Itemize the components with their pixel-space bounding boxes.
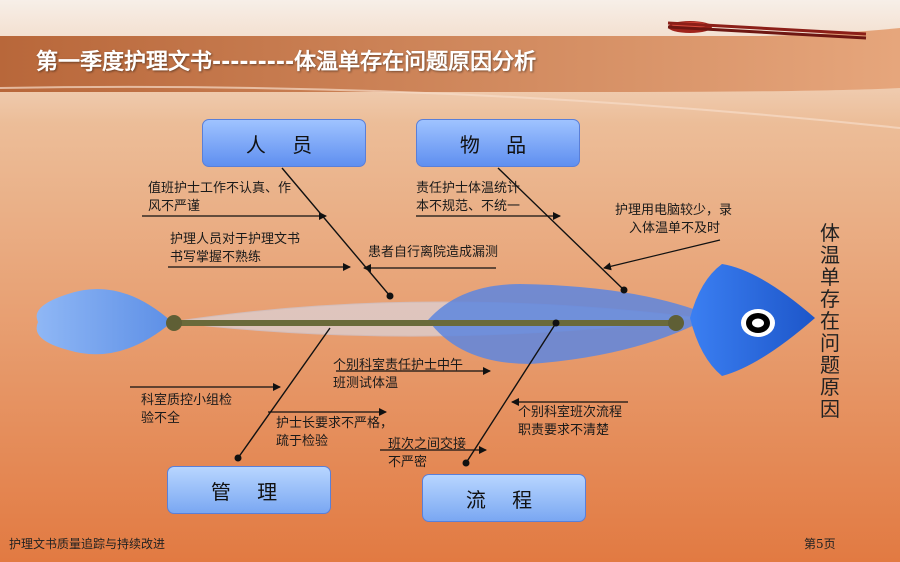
cause-materials-2b: 入体温单不及时 [629,221,721,236]
fish-head-label: 体温单存在问题原因 [820,221,840,421]
cause-people-3: 患者自行离院造成漏测 [368,245,499,260]
cause-materials-1b: 本不规范、不统一 [416,199,521,214]
bone-management [237,327,331,459]
category-process: 流 程 [422,474,586,522]
cause-process-2b: 不严密 [388,455,428,470]
cause-process-3b: 职责要求不清楚 [518,423,610,438]
slide-title: 第一季度护理文书---------体温单存在问题原因分析 [36,50,537,75]
category-management: 管 理 [167,466,331,514]
cause-process-3a: 个别科室班次流程 [518,405,623,420]
cause-people-1b: 风不严谨 [148,199,201,214]
title-band [0,28,900,92]
cause-people-1a: 值班护士工作不认真、作 [148,181,292,196]
bone-process [465,322,557,464]
bone-people [281,167,391,297]
cause-management-2a: 护士长要求不严格， [276,416,394,431]
page-number: 第5页 [804,537,836,551]
footer-left: 护理文书质量追踪与持续改进 [9,537,166,551]
chopsticks-icon [667,21,867,40]
arrow-materials-2 [603,239,721,271]
fish-tail [36,288,172,355]
cause-process-2a: 班次之间交接 [388,437,467,452]
cause-people-2a: 护理人员对于护理文书 [170,232,301,247]
spine-end-left [166,315,182,331]
cause-process-1b: 班测试体温 [333,376,399,391]
cause-management-2b: 疏于检验 [276,434,329,449]
cause-materials-1a: 责任护士体温统计 [416,181,521,196]
category-materials: 物 品 [416,119,580,167]
spine-end-right [668,315,684,331]
slide-decor-curve [0,85,900,129]
cause-management-1a: 科室质控小组检 [141,393,233,408]
category-people: 人 员 [202,119,366,167]
bone-materials [497,167,625,291]
cause-people-2b: 书写掌握不熟练 [170,250,262,265]
cause-management-1b: 验不全 [141,411,181,426]
cause-process-1a: 个别科室责任护士中午 [333,358,464,373]
cause-materials-2a: 护理用电脑较少，录 [615,203,733,218]
